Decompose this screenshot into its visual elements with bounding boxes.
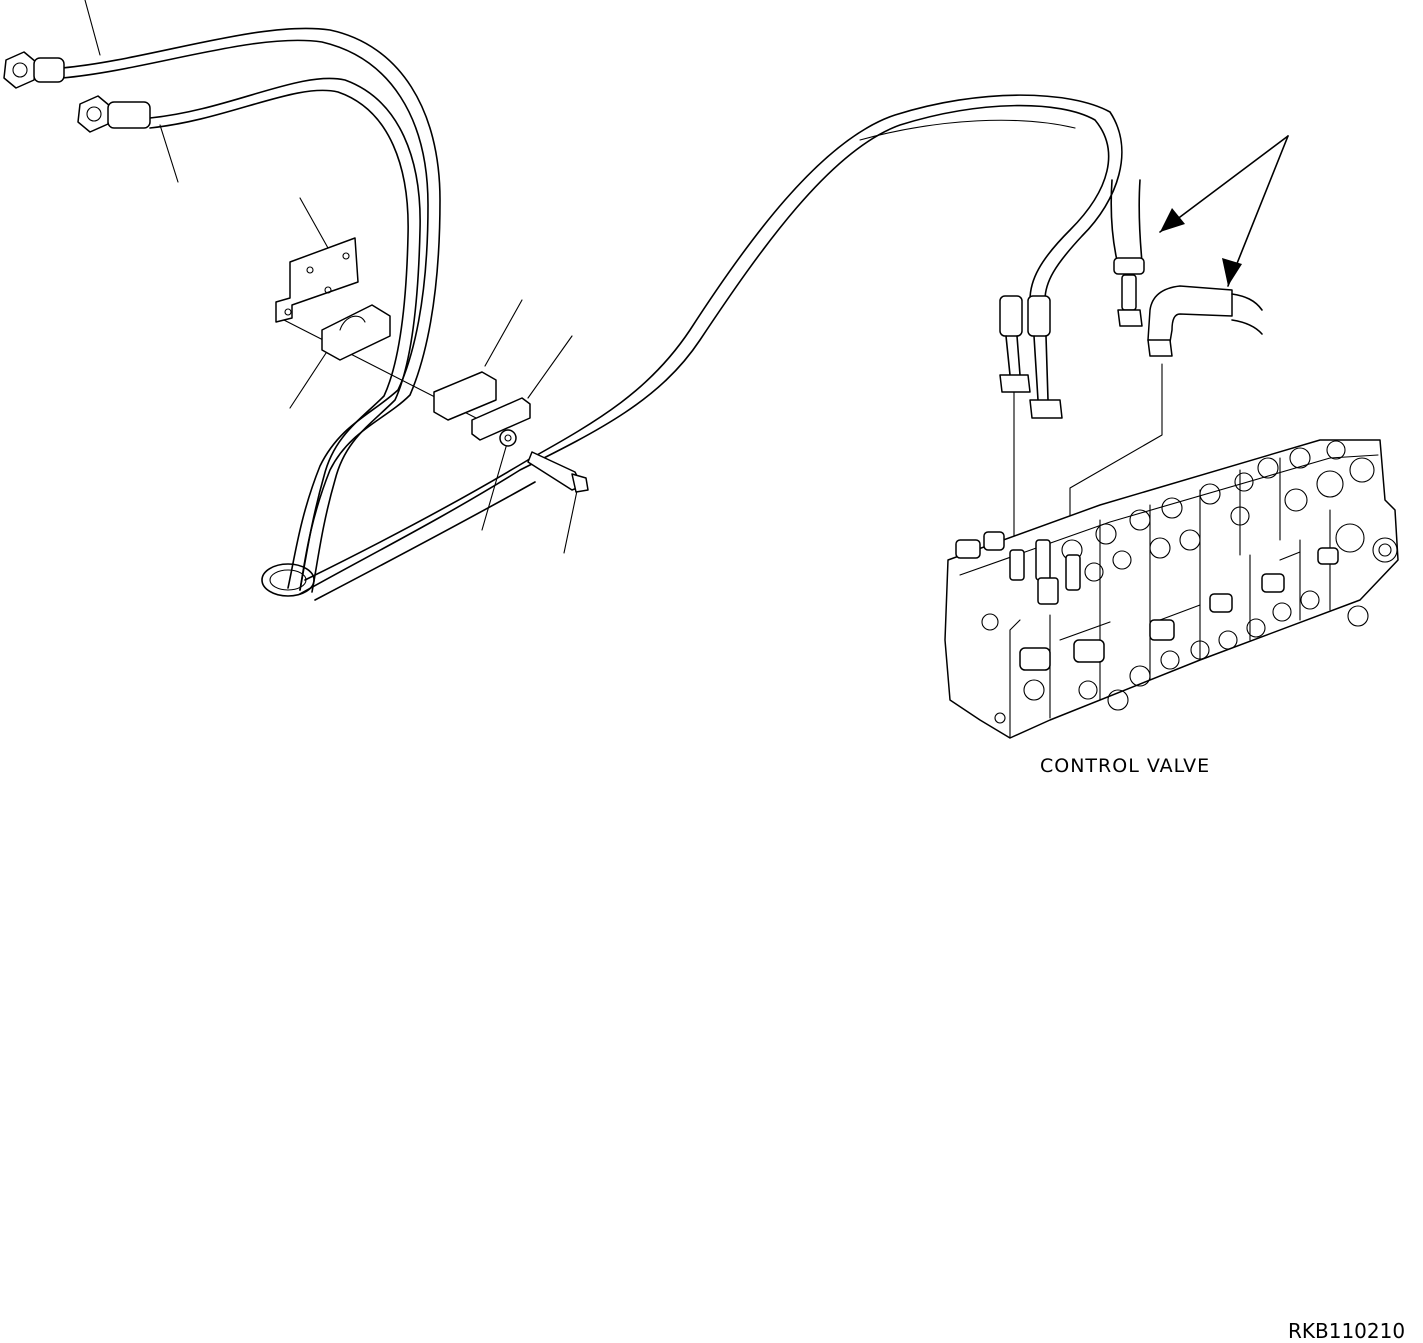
control-valve	[944, 439, 1399, 739]
hex-nut-icon	[77, 95, 111, 133]
plate	[471, 397, 531, 441]
hose-bundle	[61, 27, 1123, 601]
hex-nut-icon	[1117, 309, 1143, 327]
clamp-lower	[433, 371, 497, 421]
top-fittings	[3, 51, 151, 133]
hex-nut-icon	[999, 374, 1031, 393]
clamp-upper	[321, 304, 391, 361]
bracket-parts	[275, 237, 589, 493]
hose-end-left	[999, 295, 1023, 337]
hose-end-right	[1027, 295, 1051, 337]
hex-nut-icon	[1029, 399, 1063, 419]
arrow-down-icon	[1227, 135, 1289, 287]
replacement-hoses	[1110, 135, 1289, 357]
hex-nut-icon	[1147, 339, 1173, 357]
hex-nut-icon	[3, 51, 37, 89]
drawing-number: RKB110210	[1288, 1319, 1406, 1343]
leader-lines	[84, 0, 1163, 561]
elbow-fitting	[1147, 285, 1233, 343]
washer	[499, 429, 517, 447]
hex-nut-icon	[571, 473, 589, 493]
mounting-bracket	[275, 237, 359, 323]
control-valve-label: CONTROL VALVE	[1040, 755, 1211, 777]
arrow-left-icon	[1159, 135, 1289, 233]
